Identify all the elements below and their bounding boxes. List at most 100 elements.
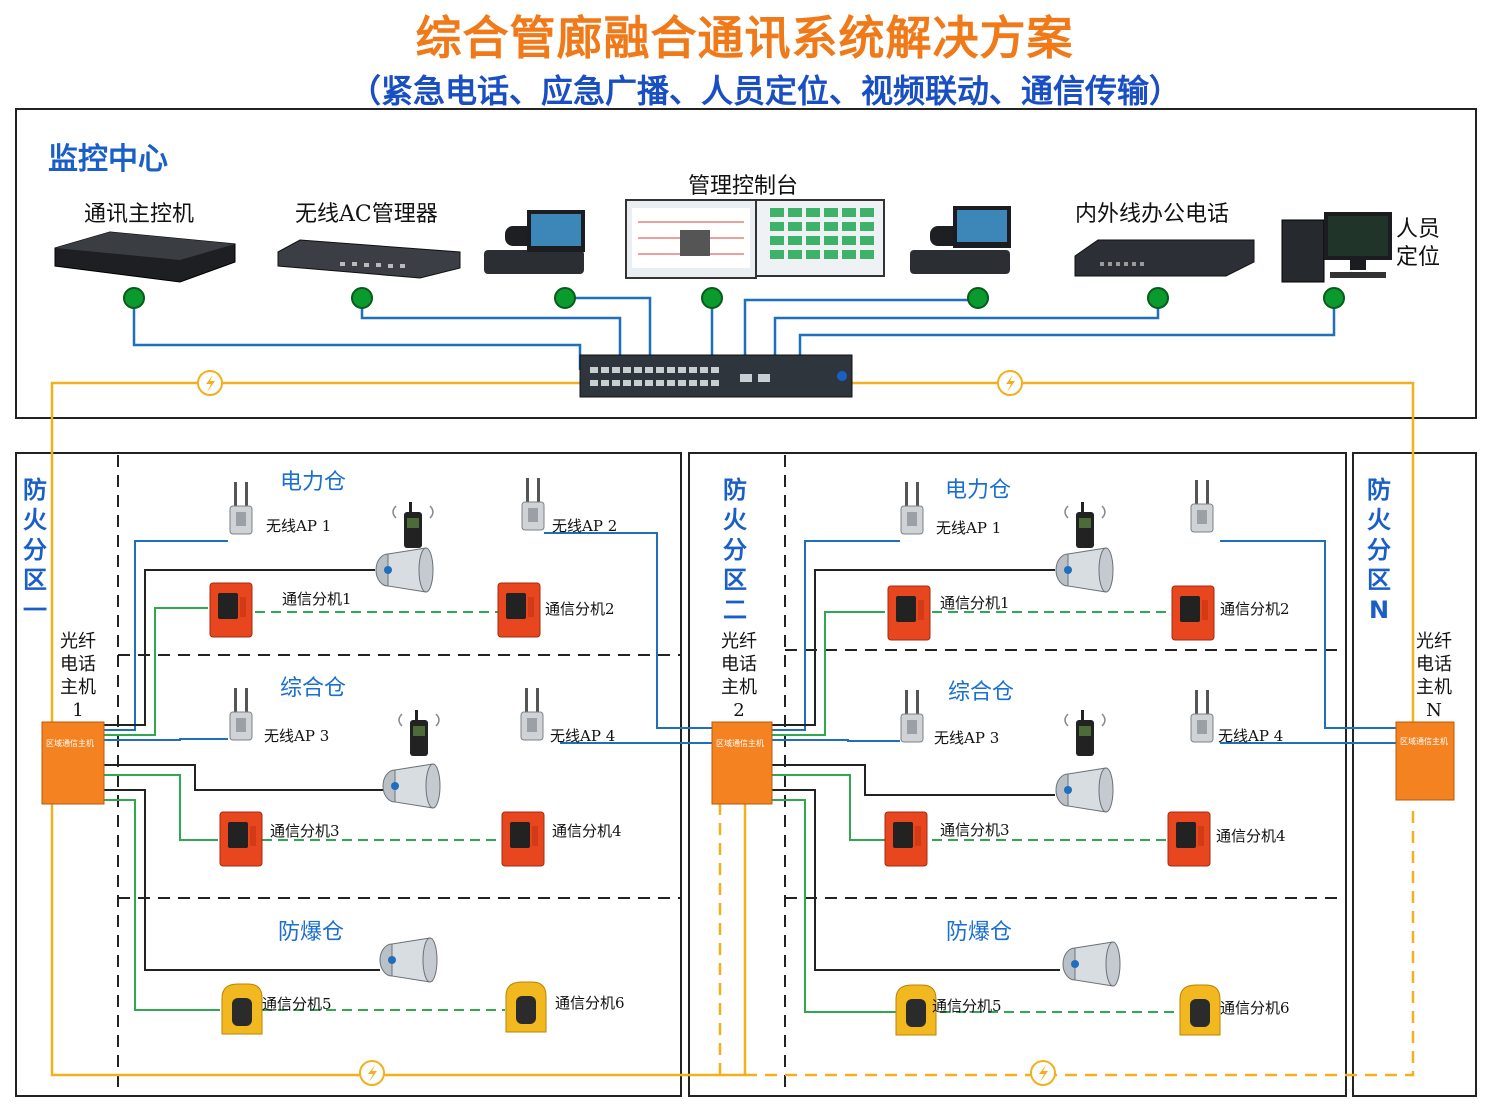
host-number: N xyxy=(1426,700,1442,721)
host-1-label: 光纤电话主机 1 xyxy=(56,630,100,722)
wireless-ap-icon xyxy=(1190,479,1214,533)
loudspeaker-icon xyxy=(382,763,441,809)
wireless-ap-icon xyxy=(520,687,544,741)
monitoring-center-box xyxy=(15,108,1477,419)
video-phone-icon xyxy=(910,206,1011,274)
fiber-bolt-icon xyxy=(997,370,1023,396)
phone-label: 通信分机6 xyxy=(555,994,625,1012)
ap-label: 无线AP 3 xyxy=(264,727,330,745)
ap-label: 无线AP 3 xyxy=(934,729,1000,747)
ap-label: 无线AP 4 xyxy=(1218,727,1284,745)
cabin-label-explosion: 防爆仓 xyxy=(278,920,345,945)
device-label-office-phone: 内外线办公电话 xyxy=(1075,202,1230,227)
device-label-positioning: 人员定位 xyxy=(1396,217,1441,270)
explosion-proof-phone-icon xyxy=(221,983,263,1035)
phone-label: 通信分机1 xyxy=(282,590,352,608)
host-panel-text: 区域通信主机 xyxy=(46,739,94,748)
host-label-text: 光纤电话主机 xyxy=(60,631,96,698)
fiber-bolt-icon xyxy=(359,1060,385,1086)
phone-label: 通信分机5 xyxy=(932,997,1002,1015)
core-switch-icon xyxy=(579,354,853,398)
phone-label: 通信分机2 xyxy=(1220,600,1290,618)
zone-2-box xyxy=(688,452,1347,1097)
link-node-icon xyxy=(1323,287,1345,309)
cabin-label-combined: 综合仓 xyxy=(280,676,347,701)
explosion-proof-phone-icon xyxy=(505,981,547,1033)
walkie-talkie-icon xyxy=(398,709,440,757)
fiber-bolt-icon xyxy=(1030,1060,1056,1086)
cabin-label-power: 电力仓 xyxy=(280,470,347,495)
host-cabinet-icon xyxy=(41,721,105,805)
emergency-phone-icon xyxy=(497,582,541,638)
loudspeaker-icon xyxy=(1055,547,1114,593)
link-node-icon xyxy=(967,287,989,309)
host-label-text: 光纤电话主机 xyxy=(1416,631,1452,698)
loudspeaker-icon xyxy=(375,547,434,593)
link-node-icon xyxy=(351,287,373,309)
phone-label: 通信分机2 xyxy=(545,600,615,618)
cabin-label-combined: 综合仓 xyxy=(948,680,1015,705)
host-number: 2 xyxy=(733,700,745,721)
host-number: 1 xyxy=(72,700,84,721)
loudspeaker-icon xyxy=(1062,941,1121,987)
emergency-phone-icon xyxy=(1167,811,1211,867)
personnel-positioning-pc-icon xyxy=(1281,212,1392,283)
ac-manager-icon xyxy=(277,239,461,279)
phone-label: 通信分机5 xyxy=(262,995,332,1013)
diagram-subtitle: （紧急电话、应急广播、人员定位、视频联动、通信传输） xyxy=(348,72,1181,110)
walkie-talkie-icon xyxy=(392,501,434,549)
ap-label: 无线AP 4 xyxy=(550,727,616,745)
wireless-ap-icon xyxy=(900,689,924,743)
wireless-ap-icon xyxy=(229,481,253,535)
link-node-icon xyxy=(701,287,723,309)
ap-label: 无线AP 1 xyxy=(936,519,1002,537)
emergency-phone-icon xyxy=(1171,585,1215,641)
diagram-title: 综合管廊融合通讯系统解决方案 xyxy=(415,11,1074,65)
host-n-label: 光纤电话主机 N xyxy=(1412,630,1456,722)
monitoring-center-title: 监控中心 xyxy=(48,142,168,177)
management-console-icon xyxy=(625,199,885,279)
walkie-talkie-icon xyxy=(1064,709,1106,757)
phone-label: 通信分机1 xyxy=(940,594,1010,612)
zone-1-box xyxy=(15,452,682,1097)
phone-label: 通信分机3 xyxy=(940,821,1010,839)
wireless-ap-icon xyxy=(1190,689,1214,743)
emergency-phone-icon xyxy=(209,582,253,638)
zone-n-box xyxy=(1352,452,1477,1097)
phone-label: 通信分机3 xyxy=(270,822,340,840)
fiber-bolt-icon xyxy=(197,370,223,396)
wireless-ap-icon xyxy=(900,481,924,535)
host-panel-text: 区域通信主机 xyxy=(716,739,764,748)
device-label-master-controller: 通讯主控机 xyxy=(84,202,195,227)
emergency-phone-icon xyxy=(219,811,263,867)
host-label-text: 光纤电话主机 xyxy=(721,631,757,698)
link-node-icon xyxy=(554,287,576,309)
device-label-ac-manager: 无线AC管理器 xyxy=(295,202,438,227)
ap-label: 无线AP 1 xyxy=(266,517,332,535)
master-controller-icon xyxy=(54,231,236,283)
pbx-icon xyxy=(1074,239,1255,277)
emergency-phone-icon xyxy=(884,811,928,867)
device-label-console: 管理控制台 xyxy=(688,174,799,199)
cabin-label-explosion: 防爆仓 xyxy=(946,920,1013,945)
host-2-label: 光纤电话主机 2 xyxy=(717,630,761,722)
host-cabinet-icon xyxy=(1395,721,1455,801)
ap-label: 无线AP 2 xyxy=(552,517,618,535)
emergency-phone-icon xyxy=(501,811,545,867)
zone-1-label: 防火分区一 xyxy=(23,476,47,624)
phone-label: 通信分机6 xyxy=(1220,999,1290,1017)
host-panel-text: 区域通信主机 xyxy=(1400,737,1448,746)
wireless-ap-icon xyxy=(521,477,545,531)
link-node-icon xyxy=(1147,287,1169,309)
zone-n-label: 防火分区N xyxy=(1367,476,1391,624)
explosion-proof-phone-icon xyxy=(1179,984,1221,1036)
phone-label: 通信分机4 xyxy=(1216,827,1286,845)
zone-2-label: 防火分区二 xyxy=(723,476,747,624)
host-cabinet-icon xyxy=(711,721,773,805)
link-node-icon xyxy=(123,287,145,309)
phone-label: 通信分机4 xyxy=(552,822,622,840)
emergency-phone-icon xyxy=(887,585,931,641)
video-phone-icon xyxy=(484,210,585,274)
loudspeaker-icon xyxy=(379,937,438,983)
